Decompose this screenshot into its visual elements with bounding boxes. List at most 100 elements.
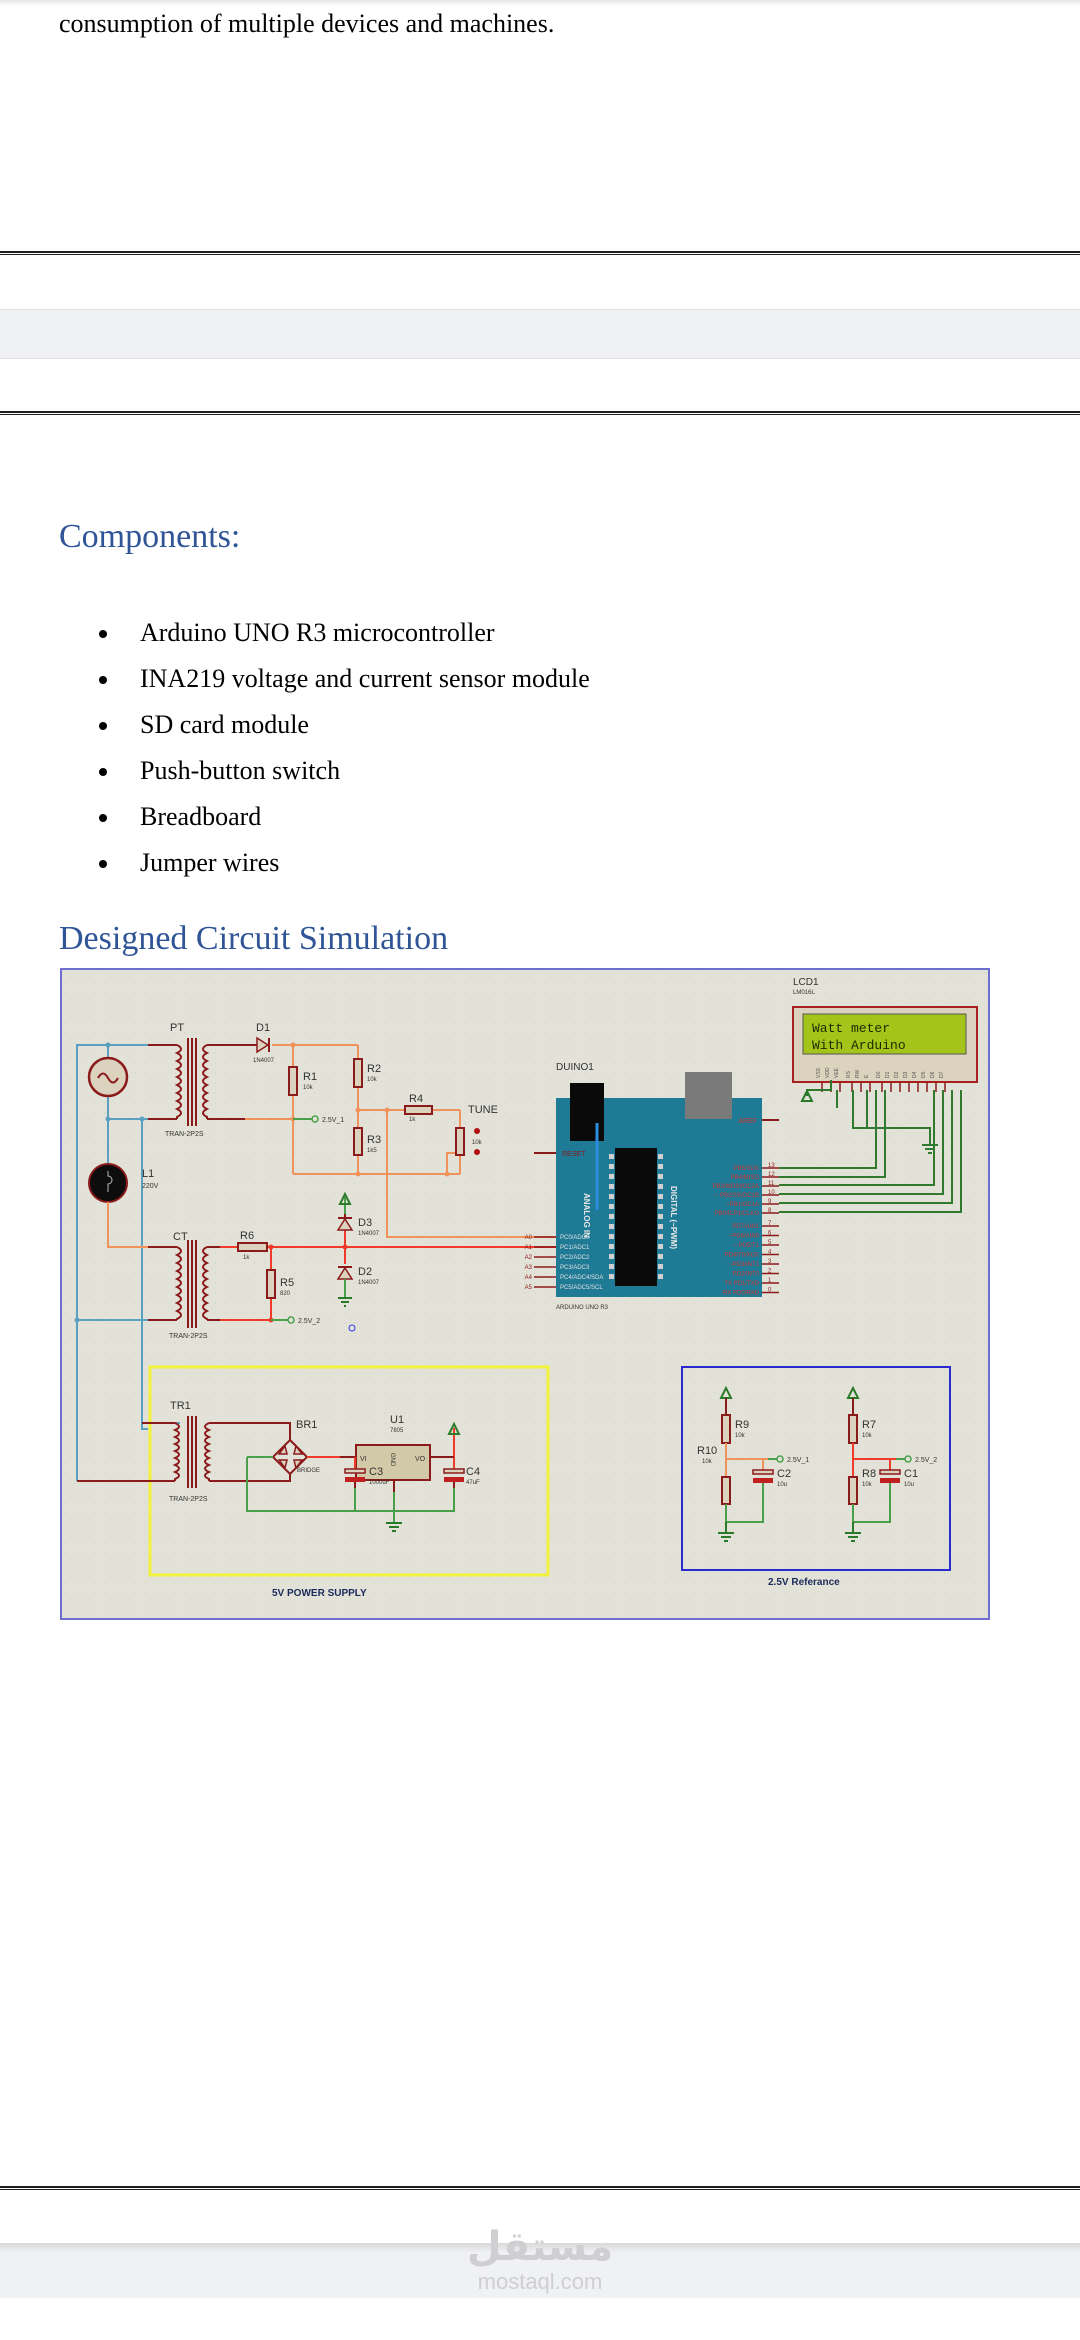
bullet-icon (99, 630, 107, 638)
u1-label: U1 (390, 1414, 404, 1426)
d2-model: 1N4007 (358, 1280, 380, 1286)
transformer-ct (148, 1240, 220, 1328)
digital-pin-label: TX PD1/TXD (724, 1281, 759, 1287)
analog-pin-number: A5 (525, 1285, 533, 1291)
digital-pin-label: PD4/T0/XCK (725, 1253, 759, 1259)
c3-value: 1000uF (369, 1480, 390, 1486)
r10-label: R10 (697, 1445, 717, 1457)
lcd-pin-label: VDD (825, 1067, 831, 1078)
bullet-icon (99, 768, 107, 776)
lcd-pin-label: VEE (834, 1067, 840, 1078)
tr1-model: TRAN-2P2S (169, 1496, 208, 1503)
digital-pin-label: PB4/MISO (731, 1175, 760, 1181)
lcd-pin-label: D5 (921, 1071, 927, 1078)
digital-pin-number: 1 (768, 1278, 772, 1284)
paragraph-tail: consumption of multiple devices and mach… (59, 9, 555, 38)
r4-label: R4 (409, 1093, 423, 1105)
pt-label: PT (170, 1022, 184, 1034)
page-gap (0, 309, 1080, 359)
transformer-pt (148, 1038, 245, 1126)
lamp-wire (107, 1202, 148, 1248)
net-label-25v-2-ref: 2.5V_2 (915, 1457, 937, 1464)
bullet-icon (99, 676, 107, 684)
l1-label: L1 (142, 1168, 154, 1180)
ct-label: CT (173, 1231, 188, 1243)
r7-label: R7 (862, 1419, 876, 1431)
r2-value: 10k (367, 1077, 378, 1083)
reference-right (845, 1385, 912, 1542)
d1-label: D1 (256, 1022, 270, 1034)
lcd-pin-label: D1 (885, 1071, 891, 1078)
power-jack (570, 1083, 604, 1141)
lcd-pin-label: E (864, 1074, 870, 1078)
analog-pin-label: PC5/ADC5/SCL (560, 1285, 603, 1291)
br1-label: BR1 (296, 1419, 317, 1431)
digital-pin-number: 0 (768, 1288, 772, 1294)
origin-marker-icon (348, 1324, 356, 1332)
aref-label: AREF (738, 1118, 757, 1125)
components-heading: Components: (59, 518, 241, 555)
r1-label: R1 (303, 1071, 317, 1083)
r9-value: 10k (735, 1433, 746, 1439)
lcd-pin-label: D0 (876, 1071, 882, 1078)
u1-model: 7805 (390, 1428, 404, 1434)
lcd-label: LCD1 (793, 977, 819, 988)
capacitor-c3 (344, 1457, 366, 1488)
terminal-icon (311, 1115, 319, 1123)
transformer-tr1 (77, 1416, 291, 1488)
u1-vo: VO (415, 1456, 426, 1463)
analog-pin-label: PC4/ADC4/SDA (560, 1275, 603, 1281)
u1-vi: VI (360, 1456, 367, 1463)
digital-pin-label: RX PD0/RXD (723, 1291, 760, 1297)
r4-value: 1k (409, 1117, 416, 1123)
digital-pin-label: PB5/SCK (734, 1166, 759, 1172)
digital-pin-label: ~PD3/INT1 (729, 1262, 760, 1268)
digital-pin-number: 3 (768, 1259, 772, 1265)
d3-label: D3 (358, 1217, 372, 1229)
lamp-l1: L1 220V (88, 1163, 159, 1203)
digital-pin-label: ~ PD5/T1 (733, 1243, 759, 1249)
analog-pin-label: PC3/ADC3 (560, 1265, 590, 1271)
u1-gnd: GND (389, 1453, 395, 1467)
reference-box (681, 1366, 951, 1571)
digital-label: DIGITAL (~PWM) (669, 1186, 678, 1249)
pot-tune (455, 1127, 465, 1156)
reference-title: 2.5V Referance (768, 1577, 840, 1588)
analog-pin-number: A1 (525, 1245, 533, 1251)
r3-value: 1k5 (367, 1148, 377, 1154)
l1-value: 220V (142, 1183, 159, 1190)
top-shadow (0, 0, 1080, 6)
lcd-pin-label: D2 (894, 1071, 900, 1078)
digital-pin-number: 7 (768, 1221, 772, 1227)
br1-model: BRIDGE (297, 1468, 320, 1474)
digital-pin-number: 5 (768, 1240, 772, 1246)
digital-pin-number: 13 (768, 1163, 775, 1169)
bullet-icon (99, 722, 107, 730)
lcd-display: Watt meter With Arduino (792, 1006, 978, 1083)
mains-junctions (74, 1042, 145, 1323)
d3-model: 1N4007 (358, 1231, 380, 1237)
r1-value: 10k (303, 1085, 314, 1091)
watermark: مستقل mostaql.com (440, 2225, 640, 2295)
resistor-r6 (237, 1242, 268, 1252)
digital-pin-label: PB3/MOSI/OC2A (713, 1184, 759, 1190)
watermark-logo: مستقل (466, 2224, 614, 2270)
usb-port (685, 1072, 732, 1119)
digital-pin-number: 9 (768, 1199, 772, 1205)
r9-label: R9 (735, 1419, 749, 1431)
circuit-schematic: L1 220V PT TRAN-2P2S D1 1N4007 (60, 968, 990, 1620)
resistors (288, 1058, 465, 1156)
atmega-chip (615, 1148, 657, 1286)
lcd-model: LM016L (793, 990, 815, 996)
analog-pin-label: PC0/ADC0 (560, 1235, 590, 1241)
r6-label: R6 (240, 1230, 254, 1242)
tune-terminal (474, 1128, 480, 1134)
r8-label: R8 (862, 1468, 876, 1480)
d2-label: D2 (358, 1266, 372, 1278)
bridge-rectifier (271, 1438, 309, 1476)
digital-pin-number: 10 (768, 1190, 775, 1196)
lcd-line-2: With Arduino (812, 1038, 906, 1053)
analog-pin-number: A0 (525, 1235, 533, 1241)
ground-icon (386, 1522, 402, 1532)
